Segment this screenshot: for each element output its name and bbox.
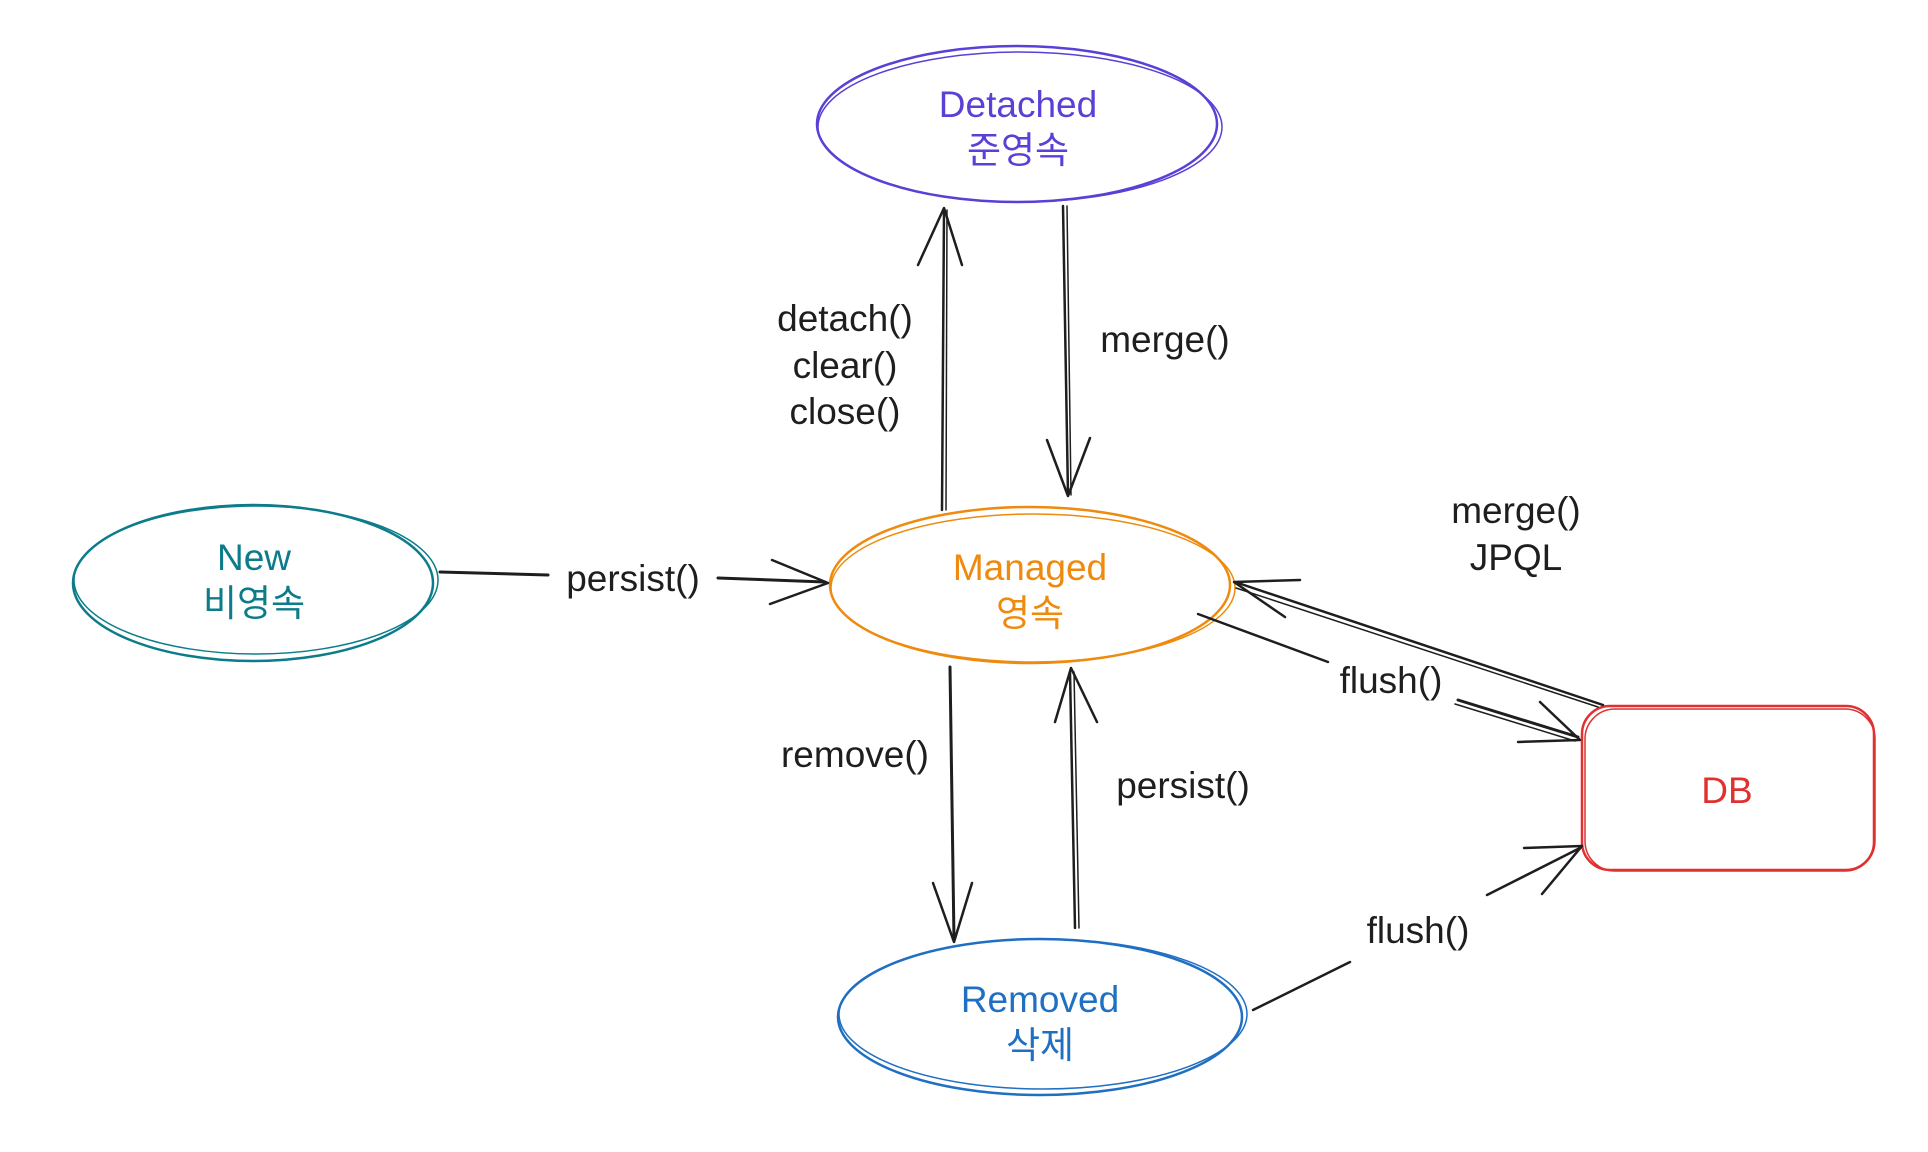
- label-detach: detach(): [777, 298, 913, 339]
- edge-remove-managed-to-removed: [931, 665, 974, 944]
- edge-db-to-managed: [1232, 578, 1605, 708]
- edge-flush-removed-to-db: [1251, 844, 1584, 1012]
- label-jpql: JPQL: [1470, 537, 1563, 578]
- label-close: close(): [789, 391, 900, 432]
- label-remove: remove(): [781, 734, 929, 775]
- node-detached: Detached 준영속: [815, 44, 1223, 204]
- node-managed: Managed 영속: [828, 505, 1236, 665]
- edge-detach-managed-to-detached: [916, 206, 964, 512]
- node-new: New 비영속: [71, 503, 439, 663]
- label-persist-removed: persist(): [1116, 765, 1250, 806]
- removed-title: Removed: [961, 979, 1119, 1020]
- node-db: DB: [1580, 704, 1876, 872]
- label-clear: clear(): [793, 345, 898, 386]
- new-title: New: [217, 537, 291, 578]
- managed-subtitle: 영속: [996, 593, 1064, 634]
- removed-subtitle: 삭제: [1006, 1025, 1074, 1066]
- edge-merge-detached-to-managed: [1045, 204, 1092, 498]
- managed-title: Managed: [953, 547, 1107, 588]
- detached-title: Detached: [939, 84, 1097, 125]
- label-merge-db: merge(): [1451, 490, 1581, 531]
- detached-subtitle: 준영속: [967, 130, 1069, 171]
- label-db-to-managed-group: merge() JPQL: [1451, 490, 1581, 578]
- edge-persist-removed-to-managed: [1053, 666, 1099, 930]
- new-subtitle: 비영속: [203, 583, 305, 624]
- label-detach-group: detach() clear() close(): [777, 298, 913, 432]
- label-merge-detached: merge(): [1100, 319, 1230, 360]
- db-title: DB: [1701, 770, 1752, 811]
- edge-flush-managed-to-db: [1196, 612, 1582, 744]
- label-flush-removed: flush(): [1367, 910, 1470, 951]
- label-flush-managed: flush(): [1340, 660, 1443, 701]
- edge-persist-new-to-managed: [438, 558, 830, 606]
- node-removed: Removed 삭제: [836, 937, 1248, 1097]
- label-persist-new: persist(): [566, 558, 700, 599]
